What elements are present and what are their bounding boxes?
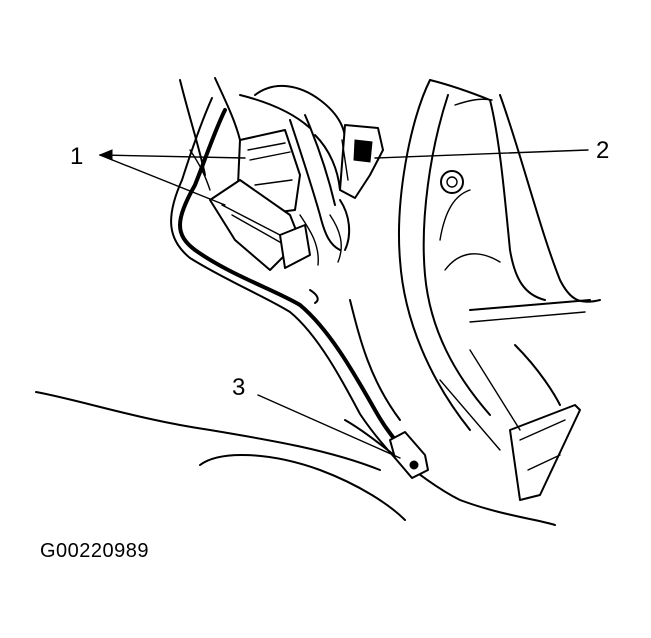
- connector-1-lower: [209, 179, 311, 271]
- leader-line-1a: [99, 154, 246, 159]
- leader-line-3: [257, 394, 401, 459]
- body-pillar: [398, 79, 601, 431]
- ground-cable: [170, 97, 429, 479]
- leader-line-1b: [99, 154, 226, 206]
- upper-harness: [179, 77, 351, 266]
- leader-lines: [98, 149, 589, 459]
- figure-id-caption: G00220989: [40, 540, 150, 562]
- callout-2: 2: [596, 137, 609, 164]
- callout-1: 1: [70, 143, 83, 170]
- connector-2: [339, 124, 384, 199]
- callout-3: 3: [232, 374, 245, 401]
- leader-arrow-1: [98, 149, 113, 161]
- floor-sill: [35, 299, 581, 526]
- leader-line-2: [374, 149, 589, 159]
